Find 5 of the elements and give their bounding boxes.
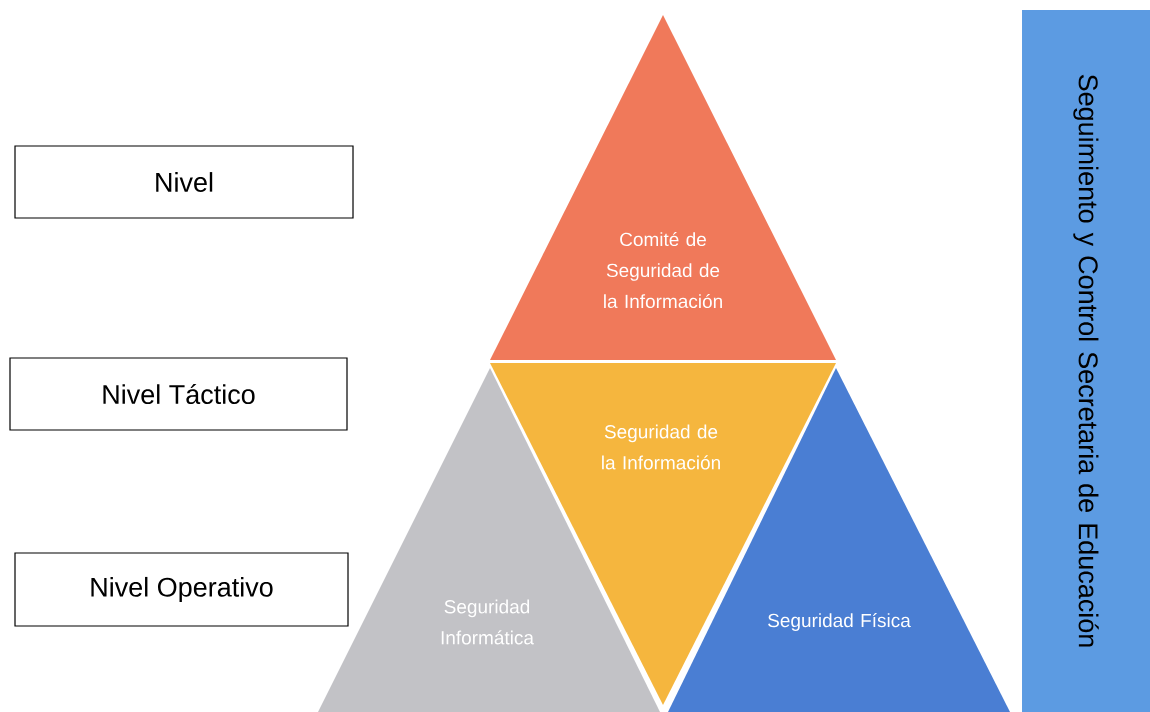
triangle: Comité de Seguridad de la Información: [490, 15, 836, 360]
level-box: Nivel: [14, 145, 354, 219]
vertical-band: Seguimiento y Control Secretaria de Educación: [1022, 10, 1150, 712]
level-box: Nivel Táctico: [9, 357, 348, 431]
level-box: Nivel Operativo: [14, 552, 349, 627]
